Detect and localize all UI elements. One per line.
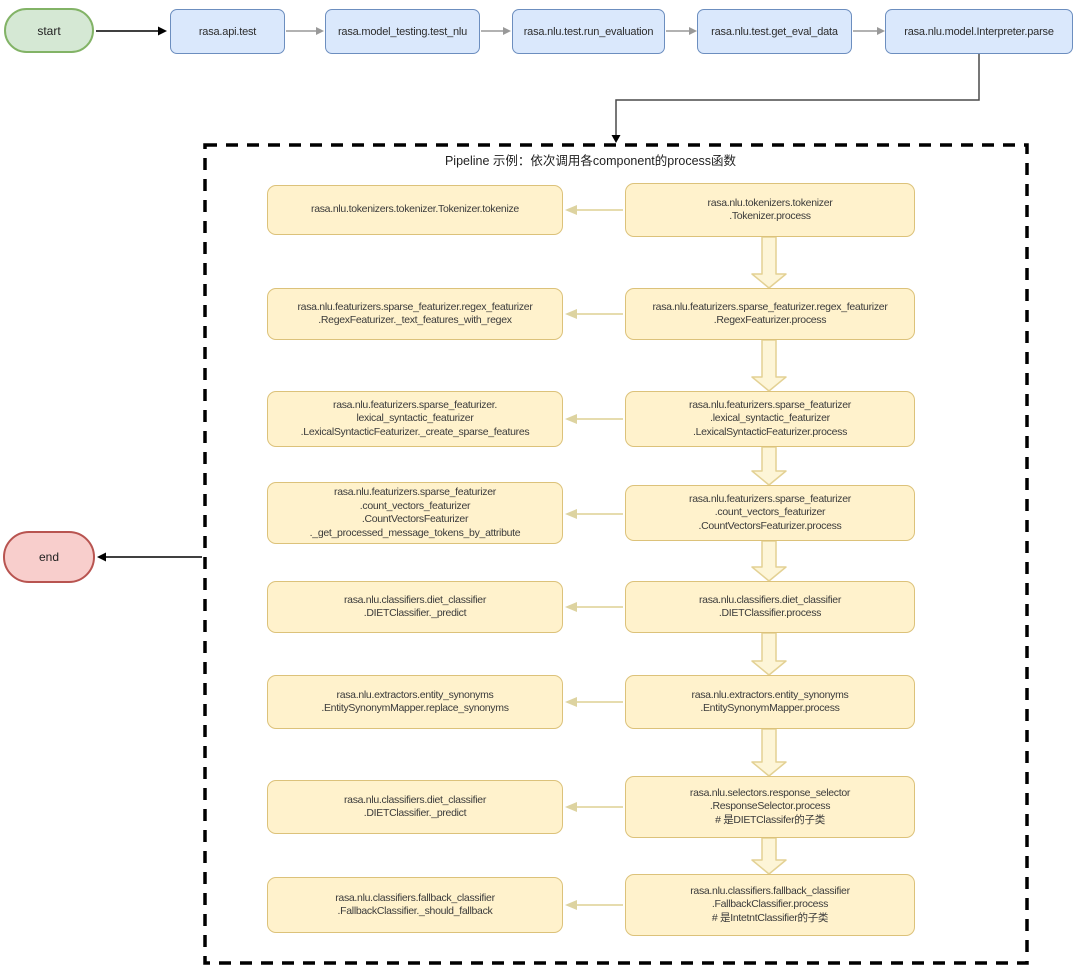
call-node-regex-featurizer: rasa.nlu.featurizers.sparse_featurizer.r…: [267, 288, 563, 340]
connector-start-to-api-test: [96, 26, 167, 36]
process-node-entity-synonym-mapper: rasa.nlu.extractors.entity_synonyms .Ent…: [625, 675, 915, 729]
process-node-count-vectors-featurizer: rasa.nlu.featurizers.sparse_featurizer .…: [625, 485, 915, 541]
process-node-tokenizer: rasa.nlu.tokenizers.tokenizer .Tokenizer…: [625, 183, 915, 237]
top-node-model-testing-test-nlu: rasa.model_testing.test_nlu: [325, 9, 480, 54]
call-node-lexical-syntactic-featurizer: rasa.nlu.featurizers.sparse_featurizer. …: [267, 391, 563, 447]
connector-pipeline-to-end: [97, 552, 202, 562]
process-node-fallback-classifier: rasa.nlu.classifiers.fallback_classifier…: [625, 874, 915, 936]
call-node-fallback-classifier: rasa.nlu.classifiers.fallback_classifier…: [267, 877, 563, 933]
call-node-count-vectors-featurizer: rasa.nlu.featurizers.sparse_featurizer .…: [267, 482, 563, 544]
end-node: end: [3, 531, 95, 583]
process-node-lexical-syntactic-featurizer: rasa.nlu.featurizers.sparse_featurizer .…: [625, 391, 915, 447]
top-node-test-run-evaluation: rasa.nlu.test.run_evaluation: [512, 9, 665, 54]
call-node-entity-synonym-mapper: rasa.nlu.extractors.entity_synonyms .Ent…: [267, 675, 563, 729]
process-chain-block-arrows: [751, 236, 787, 875]
process-node-diet-classifier: rasa.nlu.classifiers.diet_classifier .DI…: [625, 581, 915, 633]
call-node-diet-classifier-predict: rasa.nlu.classifiers.diet_classifier .DI…: [267, 581, 563, 633]
process-call-arrows: [565, 205, 623, 910]
process-node-regex-featurizer: rasa.nlu.featurizers.sparse_featurizer.r…: [625, 288, 915, 340]
top-node-test-get-eval-data: rasa.nlu.test.get_eval_data: [697, 9, 852, 54]
connector-top-chain: [286, 27, 885, 35]
call-node-response-selector-predict: rasa.nlu.classifiers.diet_classifier .DI…: [267, 780, 563, 834]
pipeline-group-border: [203, 143, 1029, 965]
call-node-tokenizer-tokenize: rasa.nlu.tokenizers.tokenizer.Tokenizer.…: [267, 185, 563, 235]
process-node-response-selector: rasa.nlu.selectors.response_selector .Re…: [625, 776, 915, 838]
top-node-rasa-api-test: rasa.api.test: [170, 9, 285, 54]
top-node-model-interpreter-parse: rasa.nlu.model.Interpreter.parse: [885, 9, 1073, 54]
connector-parse-to-pipeline: [611, 53, 980, 143]
start-node: start: [4, 8, 94, 53]
pipeline-group-title: Pipeline 示例：依次调用各component的process函数: [444, 154, 737, 168]
